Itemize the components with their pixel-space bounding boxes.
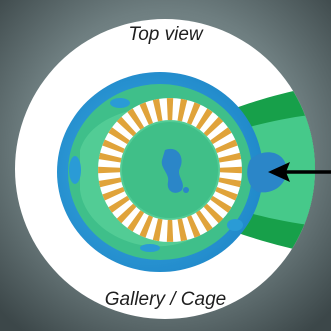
spot-left: [69, 156, 81, 184]
spot-bottom: [140, 244, 160, 252]
spot-top: [110, 98, 130, 108]
cage-bar: [220, 167, 242, 173]
spot-bottom-right: [227, 219, 243, 231]
cage-bar: [167, 220, 173, 242]
cage-bar: [98, 167, 120, 173]
center-dot: [183, 187, 189, 193]
cage-bar: [167, 98, 173, 120]
